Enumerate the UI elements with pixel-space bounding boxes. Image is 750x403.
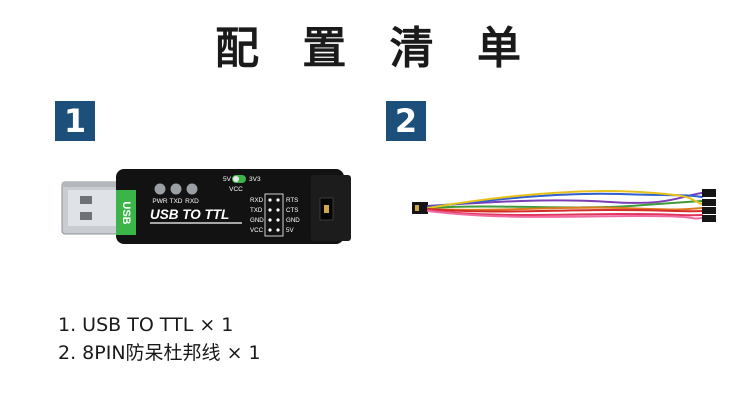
pin-right-1: RTS: [286, 197, 298, 204]
usb-tab: USB: [116, 190, 136, 235]
end-connector: [311, 175, 351, 241]
right-connectors: [702, 189, 716, 222]
list-item: 1. USB TO TTL × 1: [58, 314, 234, 336]
switch-label-vcc: VCC: [229, 186, 243, 193]
led-label-pwr: PWR: [152, 198, 167, 205]
pin-left-1: RXD: [250, 197, 264, 204]
dupont-cable-image: [412, 189, 716, 222]
usb-to-ttl-module-image: USB PWR TXD RXD USB TO TTL 5V 3V3 VCC RX…: [61, 169, 351, 244]
left-connector: [412, 202, 428, 214]
pin-left-4: VCC: [250, 227, 264, 234]
item-number-badge-2: 2: [386, 101, 426, 141]
usb-plug: [61, 181, 123, 235]
pin-left-2: TXD: [250, 207, 263, 214]
package-contents-list: 1. USB TO TTL × 1 2. 8PIN防呆杜邦线 × 1: [58, 311, 261, 367]
pin-right-4: 5V: [286, 227, 294, 234]
status-leds: PWR TXD RXD: [152, 183, 199, 205]
pin-right-3: GND: [286, 217, 300, 224]
led-label-rxd: RXD: [185, 198, 199, 205]
list-item: 2. 8PIN防呆杜邦线 × 1: [58, 342, 261, 364]
module-label: USB TO TTL: [150, 207, 229, 222]
pin-right-2: CTS: [286, 207, 298, 214]
voltage-switch: 5V 3V3 VCC: [223, 175, 261, 193]
usb-tab-text: USB: [120, 201, 132, 224]
switch-label-3v3: 3V3: [249, 176, 261, 183]
led-label-txd: TXD: [170, 198, 183, 205]
item-number-badge-1: 1: [55, 101, 95, 141]
switch-label-5v: 5V: [223, 176, 232, 183]
pin-left-3: GND: [250, 217, 264, 224]
pin-header: RXD TXD GND VCC RTS CTS GND 5V: [250, 193, 300, 237]
wire-bundle: [427, 189, 703, 220]
page-title: 配 置 清 单: [215, 23, 535, 74]
